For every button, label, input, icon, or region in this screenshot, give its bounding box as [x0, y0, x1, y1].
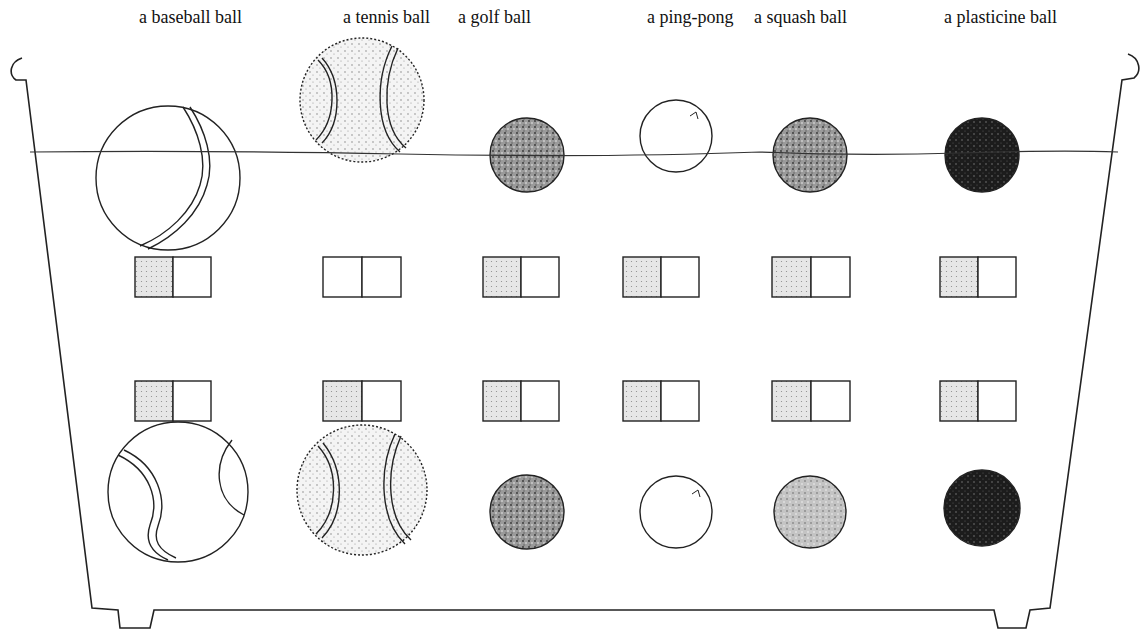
box-row	[135, 257, 1016, 297]
tennis-seam	[384, 434, 405, 544]
ball-label: a baseball ball	[139, 8, 242, 28]
squash-ball	[773, 118, 847, 192]
tennis-seam	[322, 443, 339, 538]
tennis-seam	[387, 48, 406, 148]
tennis-seam	[391, 436, 411, 540]
baseball-seam	[118, 455, 168, 560]
ping-pong-ball	[640, 476, 712, 548]
tennis-seam	[316, 446, 334, 534]
tub-outline	[11, 54, 1139, 628]
ball-label: a squash ball	[754, 8, 847, 28]
floating-balls	[96, 38, 1019, 250]
answer-boxes	[135, 257, 1016, 421]
tub	[11, 54, 1139, 628]
golf-ball	[490, 475, 564, 549]
baseball-seam	[148, 107, 210, 249]
tennis-seam	[316, 60, 332, 140]
ball-label: a plasticine ball	[944, 8, 1057, 28]
ping-pong-mark	[690, 112, 698, 119]
baseball-seam	[219, 440, 244, 515]
squash-ball	[774, 476, 846, 548]
sunk-balls	[108, 422, 1020, 562]
plasticine-ball	[945, 118, 1019, 192]
box-row	[135, 381, 1016, 421]
ball-label: a tennis ball	[343, 8, 430, 28]
ping-pong-mark	[692, 490, 700, 497]
baseball	[108, 422, 248, 562]
tennis-seam	[380, 46, 400, 152]
baseball-seam	[124, 450, 176, 558]
baseball	[96, 106, 240, 250]
ball-label: a golf ball	[458, 8, 531, 28]
baseball-seam	[140, 107, 203, 246]
tennis-seam	[322, 58, 337, 143]
water-line	[30, 151, 1118, 155]
tennis-ball	[297, 425, 427, 555]
ping-pong-ball	[640, 100, 712, 172]
tennis-ball	[300, 38, 424, 162]
ball-label: a ping-pong	[647, 8, 733, 28]
plasticine-ball	[944, 470, 1020, 546]
